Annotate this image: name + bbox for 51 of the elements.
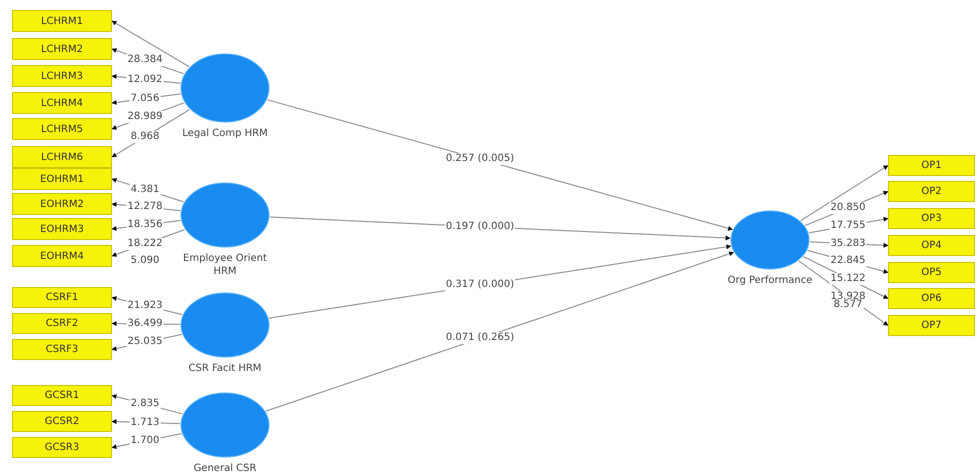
indicator-box: OP1 [888, 155, 975, 176]
indicator-box: LCHRM6 [12, 146, 112, 168]
indicator-box: OP7 [888, 315, 975, 336]
edge-label: 8.968 [130, 130, 160, 143]
construct-label: Employee Orient HRM [182, 252, 268, 278]
indicator-box: EOHRM1 [12, 168, 112, 190]
construct-label: Org Performance [726, 274, 814, 287]
indicator-box: EOHRM4 [12, 245, 112, 267]
edge-label: 20.850 [830, 202, 866, 214]
indicator-box: LCHRM5 [12, 118, 112, 140]
indicator-box: CSRF3 [12, 339, 112, 360]
indicator-box: CSRF1 [12, 287, 112, 308]
edge-label: 28.989 [126, 111, 164, 124]
edge-label: 1.700 [130, 434, 160, 447]
indicator-box: LCHRM3 [12, 65, 112, 87]
indicator-box: LCHRM1 [12, 10, 112, 32]
arrow [800, 165, 888, 222]
indicator-box: OP3 [888, 208, 975, 229]
edge-label: 4.381 [130, 184, 160, 196]
indicator-box: OP5 [888, 262, 975, 283]
arrow [112, 20, 190, 68]
edge-label: 0.197 (0.000) [444, 220, 516, 233]
indicator-box: GCSR2 [12, 411, 112, 432]
edge-label: 25.035 [126, 336, 164, 348]
indicator-box: GCSR1 [12, 385, 112, 406]
construct-label: General CSR [192, 462, 258, 474]
construct-label: CSR Facit HRM [188, 362, 262, 375]
indicator-box: OP4 [888, 235, 975, 256]
edge-label: 0.071 (0.265) [444, 332, 516, 344]
edge-label: 18.222 [126, 238, 164, 250]
edge-label: 0.317 (0.000) [444, 279, 516, 292]
edge-label: 18.356 [126, 218, 164, 231]
edge-label: 12.092 [126, 74, 164, 86]
edge-label: 15.122 [830, 272, 866, 285]
edge-label: 2.835 [130, 398, 160, 410]
indicator-box: OP2 [888, 181, 975, 202]
edge-label: 0.257 (0.005) [444, 153, 516, 166]
edge-label: 17.755 [830, 220, 866, 232]
edge-label: 22.845 [830, 255, 866, 268]
indicator-box: GCSR3 [12, 437, 112, 458]
indicator-box: CSRF2 [12, 313, 112, 334]
indicator-box: LCHRM2 [12, 38, 112, 60]
indicator-box: OP6 [888, 288, 975, 309]
edge-label: 28.384 [126, 54, 164, 66]
edge-label: 21.923 [126, 300, 164, 312]
construct-label: Legal Comp HRM [181, 127, 269, 140]
indicator-box: EOHRM2 [12, 193, 112, 215]
indicator-box: LCHRM4 [12, 92, 112, 114]
arrow [265, 251, 734, 412]
arrow [266, 99, 733, 231]
indicator-box: EOHRM3 [12, 218, 112, 240]
